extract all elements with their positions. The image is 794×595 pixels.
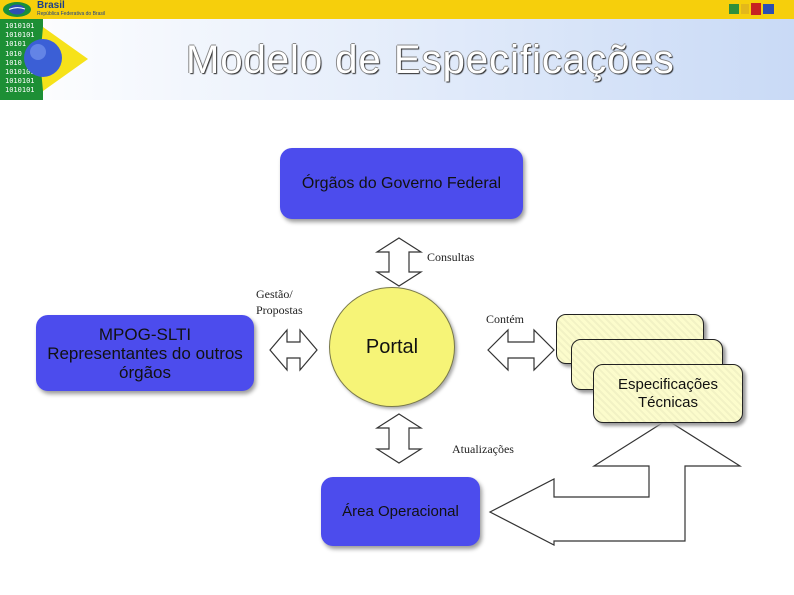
top-bar	[0, 0, 794, 19]
orgaos-box: Órgãos do Governo Federal	[280, 148, 523, 219]
mpog-line: MPOG-SLTI	[98, 324, 192, 344]
sl-logo-icon	[729, 3, 774, 15]
portal-circle: Portal	[329, 287, 455, 407]
area-label: Área Operacional	[342, 503, 459, 520]
area-box: Área Operacional	[321, 477, 480, 546]
label-gestao-line: Propostas	[256, 303, 303, 317]
label-contem: Contém	[486, 312, 524, 326]
atualizacoes-arrow-icon	[374, 413, 424, 464]
spec-line: Especificações	[617, 375, 719, 393]
mpog-line: Representantes do outros	[47, 343, 243, 363]
binary-line: 1010101	[5, 31, 35, 40]
binary-line: 1010101	[5, 86, 35, 95]
label-gestao: Gestão/ Propostas	[256, 286, 303, 318]
spec-line: Técnicas	[637, 393, 699, 411]
label-gestao-line: Gestão/	[256, 287, 293, 301]
portal-label: Portal	[365, 335, 419, 358]
binary-line: 1010101	[5, 68, 35, 77]
spec-card-front: Especificações Técnicas	[593, 364, 743, 423]
page-title: Modelo de Especificações	[186, 38, 675, 82]
brazil-flag-icon	[24, 27, 88, 91]
header-band	[0, 19, 794, 100]
binary-line: 1010101	[5, 77, 35, 86]
brand-subtitle: República Federativa do Brasil	[37, 11, 106, 17]
mpog-box: MPOG-SLTI Representantes do outros órgão…	[36, 315, 254, 391]
label-consultas: Consultas	[427, 250, 475, 264]
binary-line: 10101	[5, 40, 27, 49]
contem-arrow-icon	[487, 328, 555, 372]
gestao-arrow-icon	[269, 328, 318, 372]
brazil-logo-icon	[3, 2, 31, 17]
orgaos-label: Órgãos do Governo Federal	[301, 174, 502, 192]
label-atualizacoes: Atualizações	[452, 442, 514, 456]
binary-line: 1010101	[5, 22, 35, 30]
binary-text: 1010101 1010101 10101 1010 1010 1010101 …	[5, 22, 35, 96]
binary-line: 1010	[5, 58, 22, 67]
consultas-arrow-icon	[374, 237, 424, 287]
feedback-arrow-icon	[488, 419, 743, 546]
mpog-line: órgãos	[119, 362, 171, 382]
binary-line: 1010	[5, 49, 22, 58]
brand-name: Brasil	[37, 0, 65, 11]
